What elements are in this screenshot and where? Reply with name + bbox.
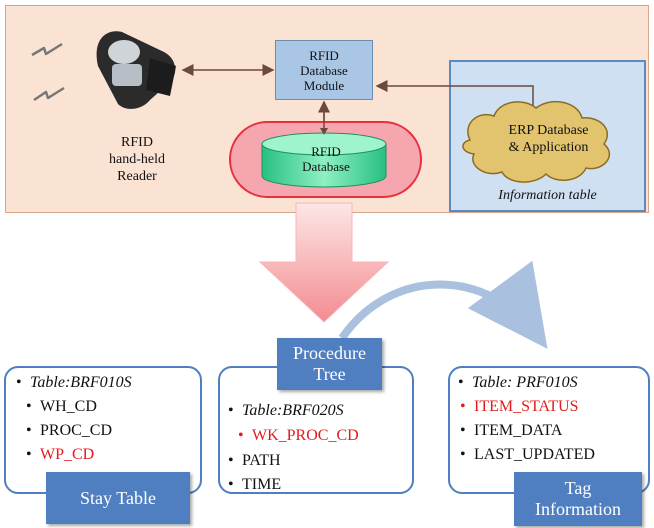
flow-down-arrow [258,202,390,323]
tag-field: •LAST_UPDATED [460,446,595,463]
stay-field: •WH_CD [26,398,97,415]
rfid-database-module: RFID Database Module [275,40,373,100]
procedure-field: •TIME [228,476,282,493]
rfid-reader-icon [96,31,176,109]
procedure-field: •WK_PROC_CD [238,427,359,444]
module-label-line3: Module [303,77,345,93]
stay-field: •PROC_CD [26,422,113,439]
erp-label-line2: & Application [508,140,589,155]
stay-table-title: Stay Table [46,472,190,524]
tag-field: •ITEM_STATUS [460,398,579,415]
reader-label-line1: RFID [121,135,153,150]
erp-label-line1: ERP Database [508,123,589,138]
reader-label: RFID hand-held Reader [82,134,192,185]
wireless-signal-icon [31,42,65,102]
rfid-database-label: RFID Database [262,144,390,174]
database-label-line1: RFID [311,144,341,159]
module-label-line2: Database [300,62,348,78]
module-label-line1: RFID [309,47,339,63]
erp-label: ERP Database & Application [476,122,621,156]
tag-field: •ITEM_DATA [460,422,563,439]
erp-cloud-icon [462,100,611,183]
database-label-line2: Database [302,159,350,174]
tag-information-title: Tag Information [514,472,642,526]
stay-field: •WP_CD [26,446,95,463]
procedure-table-name: •Table:BRF020S [228,402,344,419]
tag-table-name: •Table: PRF010S [458,374,578,391]
information-table-label: Information table [498,188,597,203]
procedure-tree-title: Procedure Tree [277,338,382,390]
procedure-field: •PATH [228,452,281,469]
stay-table-name: •Table:BRF010S [16,374,132,391]
curved-arrow [338,260,548,349]
reader-label-line2: hand-held [109,152,165,167]
reader-label-line3: Reader [117,169,157,184]
erp-module-arrow [375,80,534,106]
